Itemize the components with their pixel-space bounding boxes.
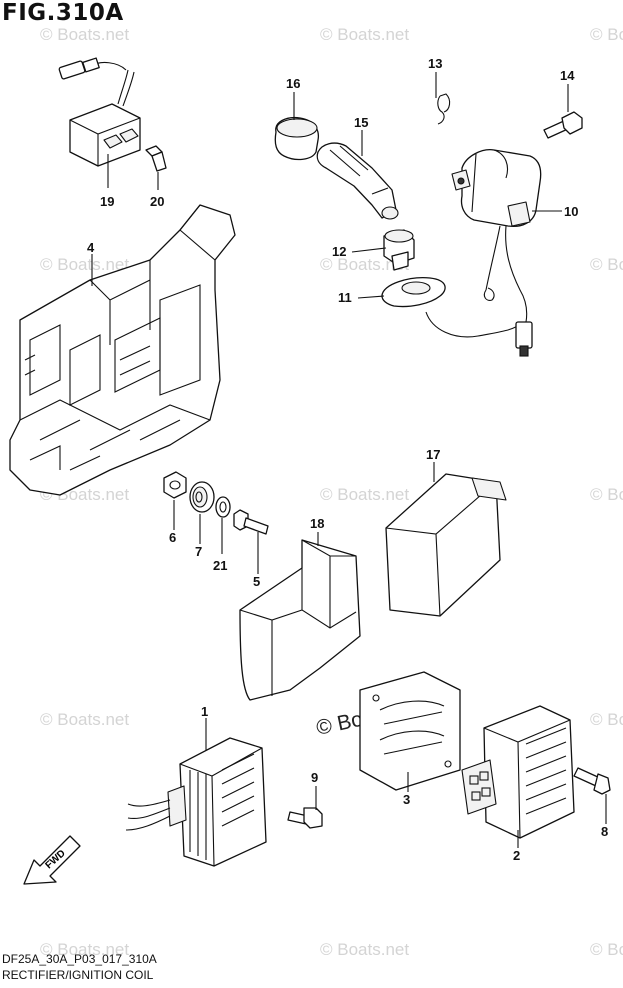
callout-15: 15 (354, 115, 368, 130)
part-12-terminal (383, 229, 415, 271)
callout-12: 12 (332, 244, 346, 259)
callout-1: 1 (201, 704, 208, 719)
watermark-text: © Boats.net (320, 255, 409, 274)
callout-9: 9 (311, 770, 318, 785)
fwd-arrow: FWD (23, 835, 81, 885)
callout-20: 20 (150, 194, 164, 209)
callout-17: 17 (426, 447, 440, 462)
part-4-bracket (9, 204, 236, 496)
part-20-bolt (145, 145, 167, 172)
part-3-bracket-plate (359, 671, 461, 791)
watermark-text: © Boats.net (40, 255, 129, 274)
part-14-bolt (543, 111, 583, 139)
part-9-bolt (287, 807, 323, 829)
part-2-regulator (461, 705, 575, 839)
callout-11: 11 (338, 290, 352, 305)
callout-7: 7 (195, 544, 202, 559)
watermark-text: © Boats.net (320, 940, 409, 959)
callout-4: 4 (87, 240, 95, 255)
callout-5: 5 (253, 574, 260, 589)
callout-19: 19 (100, 194, 114, 209)
callout-13: 13 (428, 56, 442, 71)
part-19-relay (58, 57, 141, 167)
callout-16: 16 (286, 76, 300, 91)
part-11-seal (381, 277, 446, 308)
callout-10: 10 (564, 204, 578, 219)
watermark-text: © Boats.net (40, 710, 129, 729)
watermark-text: © Boats.net (590, 710, 623, 729)
figure-code: DF25A_30A_P03_017_310A (2, 952, 157, 966)
part-1-rectifier (125, 737, 267, 867)
watermark-text: © Boats.net (320, 485, 409, 504)
watermark-text: © Boats.net (320, 25, 409, 44)
callout-14: 14 (560, 68, 575, 83)
callout-3: 3 (403, 792, 410, 807)
callout-labels: 1 2 3 4 5 6 7 8 9 10 11 12 13 14 15 16 1… (87, 56, 608, 863)
part-7-grommet (189, 481, 215, 513)
callout-18: 18 (310, 516, 324, 531)
watermark-text: © Boats.net (590, 255, 623, 274)
part-13-clip (437, 93, 451, 125)
part-18-cover (239, 539, 361, 701)
part-10-ignition-coil (425, 149, 542, 357)
part-5-bolt (233, 509, 269, 535)
watermark-text: © Boats.net (590, 940, 623, 959)
watermark-text: © Boats.net (590, 25, 623, 44)
callout-8: 8 (601, 824, 608, 839)
figure-title: FIG.310A (2, 0, 124, 26)
part-6-nut (163, 471, 187, 499)
callout-21: 21 (213, 558, 227, 573)
watermark-text: © Boats.net (590, 485, 623, 504)
part-17-cdi-unit (385, 473, 507, 617)
part-16-cap (274, 116, 320, 161)
part-15-boot (316, 142, 399, 220)
callout-6: 6 (169, 530, 176, 545)
part-21-washer (215, 496, 231, 518)
watermark-text: © Boats.net (40, 940, 129, 959)
watermark-text: © Boats.net (40, 25, 129, 44)
figure-caption: RECTIFIER/IGNITION COIL (2, 968, 154, 982)
callout-2: 2 (513, 848, 520, 863)
leader-lines (91, 72, 607, 848)
part-8-bolt (573, 767, 611, 795)
